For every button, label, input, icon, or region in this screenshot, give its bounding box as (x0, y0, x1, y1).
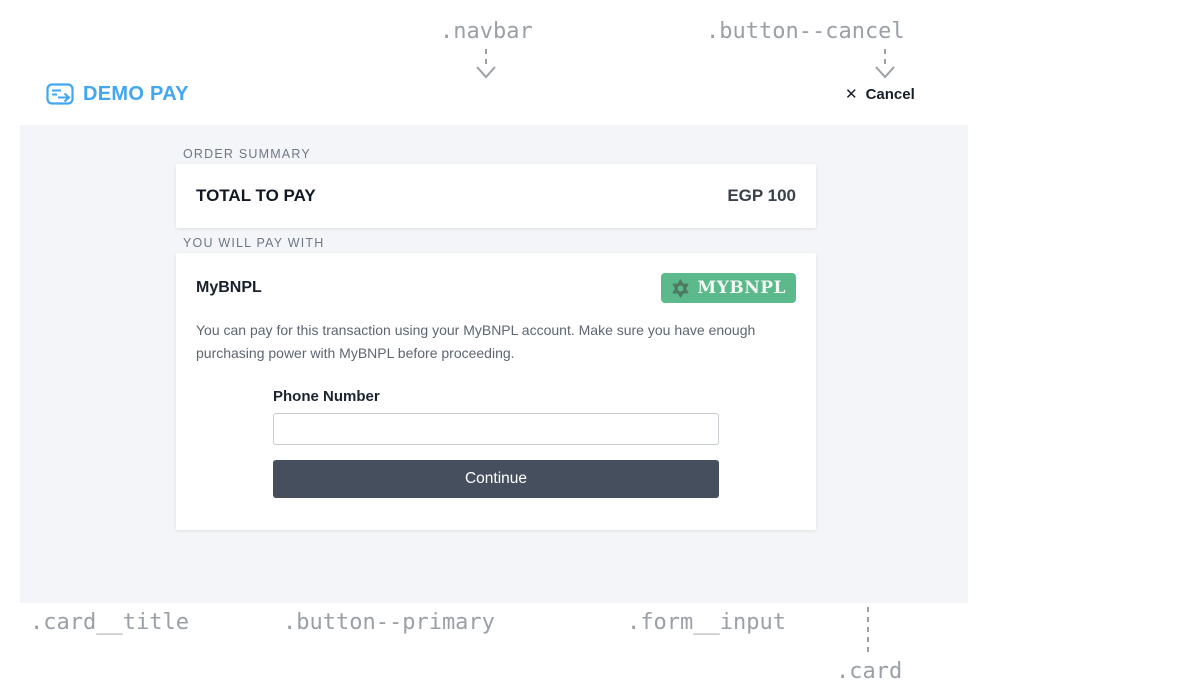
total-amount: EGP 100 (727, 186, 796, 205)
annotation-button-cancel: .button--cancel (706, 19, 905, 44)
payment-method-description: You can pay for this transaction using y… (196, 322, 756, 361)
cancel-arrowhead-icon (875, 66, 895, 79)
continue-button[interactable]: Continue (273, 460, 719, 498)
total-to-pay-label: TOTAL TO PAY (196, 186, 316, 205)
cancel-button-label: Cancel (865, 86, 915, 103)
pay-with-section-title: YOU WILL PAY WITH (183, 236, 325, 250)
close-icon: ✕ (845, 86, 858, 103)
brand-logo: DEMO PAY (46, 82, 189, 106)
payment-method-name: MyBNPL (196, 279, 262, 296)
checkout-panel: ORDER SUMMARY TOTAL TO PAY EGP 100 YOU W… (20, 125, 968, 603)
badge-label: MYBNPL (697, 277, 786, 298)
annotation-card: .card (836, 659, 903, 684)
annotation-card-title: .card__title (30, 610, 189, 635)
phone-number-input[interactable] (273, 413, 719, 445)
total-card: TOTAL TO PAY EGP 100 (176, 164, 816, 228)
cancel-button[interactable]: ✕ Cancel (845, 86, 915, 103)
payment-method-card: MyBNPL MYBNPL You can pay for this trans… (176, 253, 816, 530)
wallet-icon (46, 82, 74, 106)
annotation-navbar: .navbar (440, 19, 533, 44)
hexagram-star-icon (671, 278, 690, 298)
annotation-form-input: .form__input (627, 610, 786, 635)
brand-name: DEMO PAY (83, 82, 189, 105)
phone-number-label: Phone Number (273, 388, 380, 405)
payment-method-header: MyBNPL MYBNPL (196, 273, 796, 303)
navbar-arrowhead-icon (476, 66, 496, 79)
payment-form: Phone Number Continue (273, 388, 719, 498)
mybnpl-badge: MYBNPL (661, 273, 796, 303)
annotation-button-primary: .button--primary (283, 610, 495, 635)
order-summary-section-title: ORDER SUMMARY (183, 147, 311, 161)
